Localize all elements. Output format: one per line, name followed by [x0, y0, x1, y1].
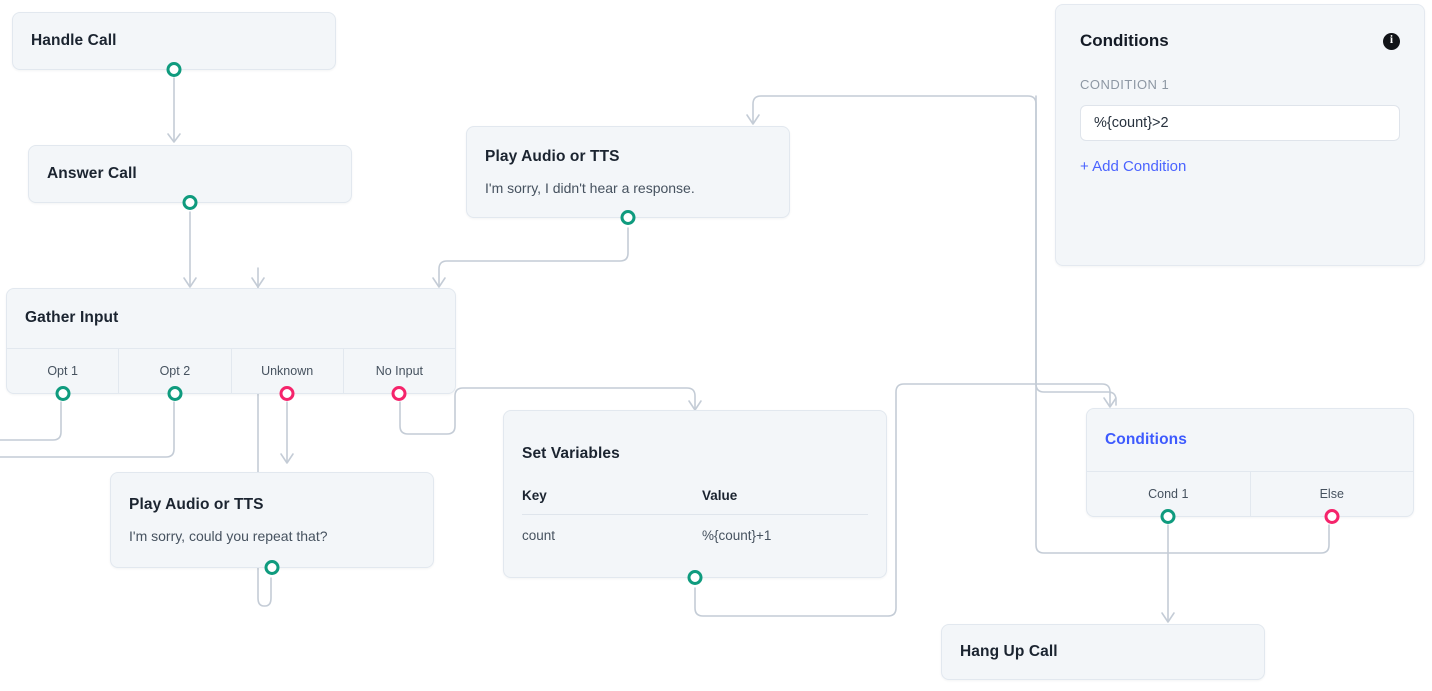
conditions-panel[interactable]: Conditions i CONDITION 1 %{count}>2 + Ad… — [1055, 4, 1425, 266]
output-port-opt-1[interactable] — [55, 386, 71, 401]
port-label: Opt 2 — [159, 364, 191, 378]
edge-arrow-conditions-left — [1103, 397, 1117, 408]
edge-arrow-gather-loop — [251, 277, 265, 288]
panel-header: Conditions i — [1056, 5, 1424, 51]
node-play-audio-repeat[interactable]: Play Audio or TTS I'm sorry, could you r… — [110, 472, 434, 575]
node-handle-call[interactable]: Handle Call — [12, 12, 336, 77]
info-icon[interactable]: i — [1383, 32, 1400, 50]
node-title: Answer Call — [47, 164, 137, 182]
node-title: Play Audio or TTS — [129, 495, 264, 513]
add-condition-link[interactable]: + Add Condition — [1080, 158, 1187, 175]
port-else[interactable]: Else — [1249, 472, 1414, 524]
node-title: Gather Input — [25, 309, 119, 327]
node-set-variables[interactable]: Set Variables Key Value count %{count}+1 — [503, 410, 887, 585]
node-gather-input[interactable]: Gather Input Opt 1 Opt 2 Unknown No Inpu… — [6, 288, 456, 401]
edge-arrow-setvars — [688, 400, 702, 411]
edge-opt2-out — [0, 401, 175, 458]
port-opt-2[interactable]: Opt 2 — [118, 349, 230, 401]
output-port-handle-call[interactable] — [166, 62, 182, 77]
output-port-answer-call[interactable] — [182, 195, 198, 210]
port-cond-1[interactable]: Cond 1 — [1087, 472, 1250, 524]
node-message-text: I'm sorry, could you repeat that? — [129, 528, 328, 545]
output-port-set-variables[interactable] — [687, 570, 703, 585]
output-port-else[interactable] — [1324, 509, 1340, 524]
table-header-row: Key Value — [522, 488, 868, 515]
edge-arrow-repeat — [280, 453, 294, 464]
port-opt-1[interactable]: Opt 1 — [7, 349, 118, 401]
table-row: count %{count}+1 — [522, 515, 868, 543]
output-port-cond-1[interactable] — [1160, 509, 1176, 524]
output-port-play-audio-no-response[interactable] — [620, 210, 636, 225]
port-no-input[interactable]: No Input — [342, 349, 455, 401]
node-title: Handle Call — [31, 31, 117, 49]
port-label: Opt 1 — [47, 364, 78, 378]
node-title: Set Variables — [522, 445, 620, 463]
port-label: Cond 1 — [1148, 487, 1189, 501]
variable-key: count — [522, 527, 556, 543]
column-header-key: Key — [522, 487, 547, 503]
output-port-play-audio-repeat[interactable] — [264, 560, 280, 575]
variable-value: %{count}+1 — [702, 527, 772, 543]
edge-arrow-noresponse — [746, 114, 760, 125]
variables-table: Key Value count %{count}+1 — [504, 488, 886, 543]
output-port-opt-2[interactable] — [167, 386, 183, 401]
output-port-unknown[interactable] — [279, 386, 295, 401]
port-label: Unknown — [261, 364, 314, 378]
node-title: Play Audio or TTS — [485, 147, 620, 165]
node-answer-call[interactable]: Answer Call — [28, 145, 352, 210]
edge-arrow-gather-left — [183, 277, 197, 288]
output-port-no-input[interactable] — [391, 386, 407, 401]
column-header-value: Value — [702, 487, 738, 503]
condition-label: CONDITION 1 — [1080, 77, 1170, 92]
node-play-audio-no-response[interactable]: Play Audio or TTS I'm sorry, I didn't he… — [466, 126, 790, 225]
node-hang-up-call[interactable]: Hang Up Call — [941, 624, 1265, 680]
edge-arrow-gather-right — [432, 277, 446, 288]
edge-noresponse-to-gather — [438, 227, 629, 286]
edge-arrow-hangup — [1161, 612, 1175, 623]
node-title: Conditions — [1105, 430, 1187, 448]
node-title: Hang Up Call — [960, 642, 1058, 660]
port-unknown[interactable]: Unknown — [230, 349, 343, 401]
panel-title: Conditions — [1080, 31, 1169, 50]
edge-opt1-out — [0, 401, 62, 441]
condition-input[interactable]: %{count}>2 — [1080, 105, 1400, 141]
edge-arrow-answer — [167, 133, 181, 143]
node-message-text: I'm sorry, I didn't hear a response. — [485, 180, 695, 197]
port-label: Else — [1319, 487, 1344, 501]
node-conditions[interactable]: Conditions Cond 1 Else — [1086, 408, 1414, 524]
gather-input-ports: Opt 1 Opt 2 Unknown No Input — [7, 348, 455, 401]
conditions-node-ports: Cond 1 Else — [1087, 471, 1414, 524]
port-label: No Input — [375, 364, 423, 378]
